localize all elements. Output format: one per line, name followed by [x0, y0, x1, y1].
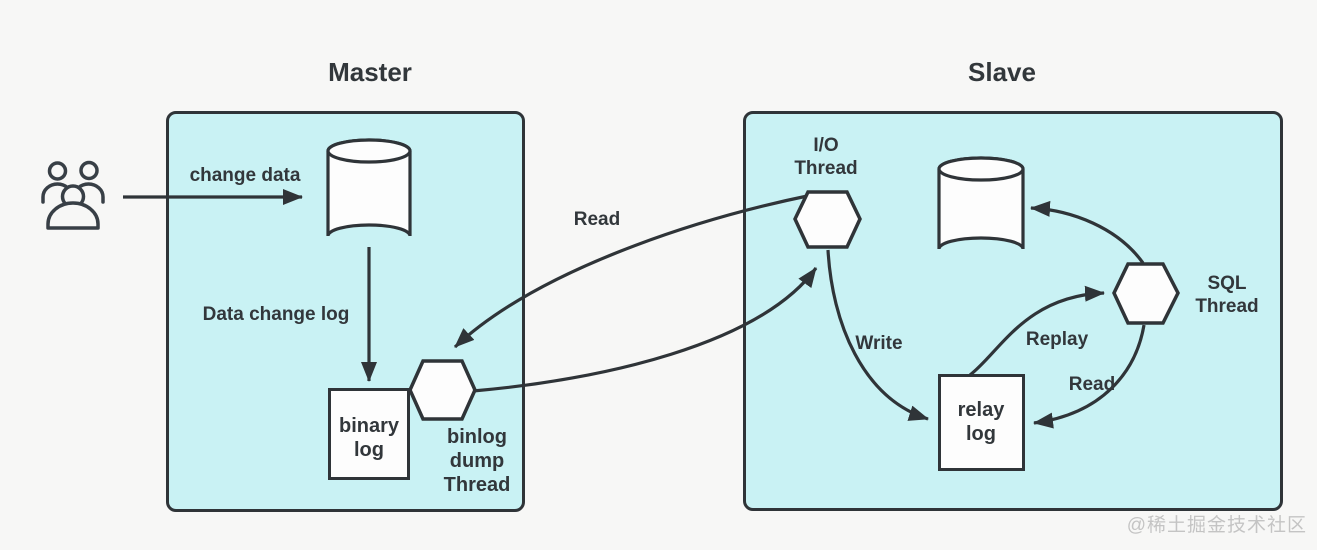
users-icon	[41, 160, 105, 230]
read-flow-label: Read	[573, 209, 621, 230]
label-line: binlog	[447, 426, 507, 448]
label-line: log	[354, 439, 384, 461]
watermark: @稀土掘金技术社区	[1126, 515, 1307, 536]
data-change-log-label: Data change log	[202, 304, 350, 325]
label-line: Thread	[443, 474, 511, 496]
binary-log-box	[328, 388, 410, 480]
binlog-dump-thread-label: binlog dump Thread	[444, 425, 511, 497]
sql-thread-label: SQL Thread	[1195, 272, 1258, 318]
label-line: Thread	[1195, 296, 1259, 317]
label-line: log	[966, 423, 996, 445]
change-data-label: change data	[189, 165, 301, 186]
write-label: Write	[855, 333, 903, 354]
replay-label: Replay	[1025, 329, 1089, 350]
label-line: relay	[957, 399, 1005, 421]
slave-title: Slave	[968, 57, 1036, 87]
master-title: Master	[328, 57, 412, 87]
label-line: I/O	[813, 135, 839, 156]
relay-log-box	[938, 374, 1025, 471]
io-thread-label: I/O Thread	[794, 134, 857, 180]
label-line: dump	[449, 450, 505, 472]
label-line: SQL	[1207, 273, 1247, 294]
label-line: Thread	[794, 158, 858, 179]
sql-read-label: Read	[1068, 374, 1116, 395]
relay-log-label: relay log	[958, 398, 1005, 446]
label-line: binary	[338, 415, 400, 437]
binary-log-label: binary log	[339, 414, 399, 462]
